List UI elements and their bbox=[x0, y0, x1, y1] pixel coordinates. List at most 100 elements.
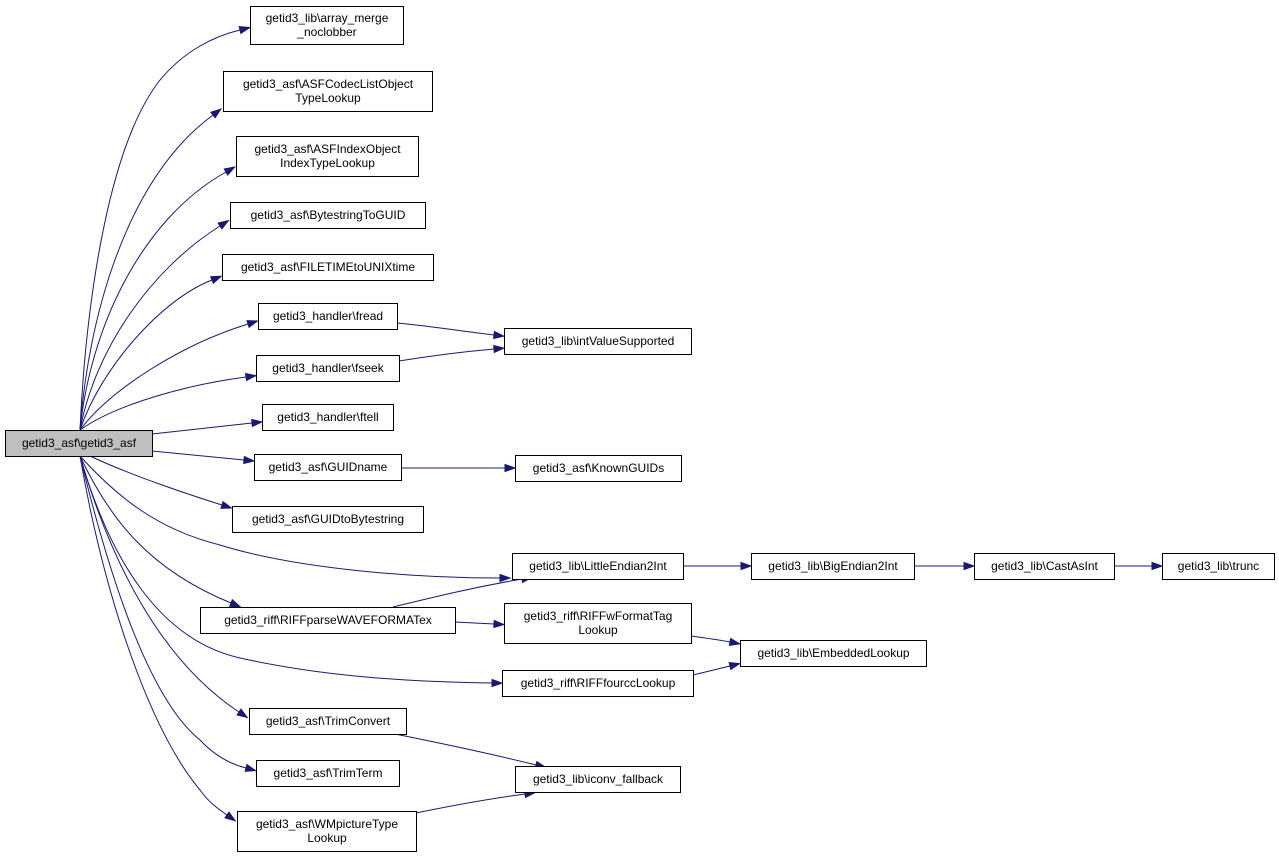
node-box[interactable] bbox=[1162, 553, 1275, 580]
node-box[interactable] bbox=[258, 303, 398, 330]
node-label: getid3_asf\WMpictureType bbox=[256, 817, 398, 831]
node-box[interactable] bbox=[249, 708, 407, 735]
node-box[interactable] bbox=[512, 553, 684, 580]
node-box[interactable] bbox=[256, 355, 400, 382]
node-box[interactable] bbox=[254, 454, 402, 481]
edge-root-to-filetime bbox=[79, 275, 223, 431]
node-bigendian[interactable]: getid3_lib\BigEndian2Int bbox=[751, 553, 915, 580]
node-label: getid3_handler\fread bbox=[273, 309, 383, 323]
node-label: IndexTypeLookup bbox=[280, 156, 375, 170]
node-box[interactable] bbox=[974, 553, 1115, 580]
node-label: getid3_handler\fseek bbox=[272, 361, 384, 375]
edge-trimconvert-to-iconvfallback bbox=[394, 733, 548, 769]
node-iconvfallback[interactable]: getid3_lib\iconv_fallback bbox=[515, 766, 681, 793]
node-box[interactable] bbox=[5, 430, 153, 457]
node-label: getid3_asf\ASFCodecListObject bbox=[243, 77, 414, 91]
node-box[interactable] bbox=[751, 553, 915, 580]
arrowhead-icon bbox=[493, 619, 506, 629]
arrowhead-icon bbox=[491, 678, 504, 688]
node-array_merge_noclobber[interactable]: getid3_lib\array_merge_noclobber bbox=[250, 6, 404, 45]
edge-root-to-codeclist bbox=[79, 108, 223, 431]
node-box[interactable] bbox=[237, 811, 417, 852]
edge-line bbox=[692, 665, 731, 676]
edge-line bbox=[398, 348, 495, 362]
edge-line bbox=[415, 793, 526, 814]
node-bytestringtoguid[interactable]: getid3_asf\BytestringToGUID bbox=[230, 202, 426, 229]
arrowhead-icon bbox=[209, 275, 223, 285]
node-box[interactable] bbox=[504, 603, 692, 644]
node-guidtobytestring[interactable]: getid3_asf\GUIDtoBytestring bbox=[232, 506, 424, 533]
call-graph-edges bbox=[79, 26, 1164, 822]
node-box[interactable] bbox=[502, 670, 694, 697]
node-label: getid3_asf\getid3_asf bbox=[22, 436, 137, 450]
node-guidname[interactable]: getid3_asf\GUIDname bbox=[254, 454, 402, 481]
arrowhead-icon bbox=[251, 418, 264, 428]
arrowhead-icon bbox=[224, 811, 237, 822]
node-box[interactable] bbox=[740, 640, 927, 667]
node-label: getid3_lib\intValueSupported bbox=[522, 334, 675, 348]
arrowhead-icon bbox=[246, 320, 259, 329]
edge-line bbox=[79, 455, 247, 769]
node-label: getid3_asf\TrimTerm bbox=[274, 766, 383, 780]
edge-line bbox=[79, 279, 213, 431]
edge-line bbox=[79, 455, 232, 604]
node-box[interactable] bbox=[236, 136, 419, 177]
edge-line bbox=[79, 323, 249, 431]
node-filetime[interactable]: getid3_asf\FILETIMEtoUNIXtime bbox=[222, 254, 434, 281]
node-box[interactable] bbox=[515, 766, 681, 793]
arrowhead-icon bbox=[963, 561, 976, 571]
node-box[interactable] bbox=[222, 254, 434, 281]
arrowhead-icon bbox=[223, 166, 236, 176]
node-box[interactable] bbox=[250, 6, 404, 45]
edge-fseek-to-intvaluesupported bbox=[398, 344, 506, 362]
node-root[interactable]: getid3_asf\getid3_asf bbox=[5, 430, 153, 457]
edge-line bbox=[79, 171, 227, 431]
call-graph-nodes: getid3_asf\getid3_asf getid3_lib\array_me… bbox=[5, 6, 1275, 852]
edge-root-to-rifffourcc bbox=[79, 455, 504, 688]
node-box[interactable] bbox=[230, 202, 426, 229]
node-box[interactable] bbox=[223, 71, 433, 112]
edge-littleendian-to-bigendian bbox=[683, 561, 753, 571]
node-riffparse[interactable]: getid3_riff\RIFFparseWAVEFORMATex bbox=[200, 607, 456, 634]
edge-wmpicture-to-iconvfallback bbox=[415, 789, 537, 814]
node-rifffourcc[interactable]: getid3_riff\RIFFfourccLookup bbox=[502, 670, 694, 697]
node-box[interactable] bbox=[262, 404, 394, 431]
node-label: getid3_asf\BytestringToGUID bbox=[251, 208, 406, 222]
arrowhead-icon bbox=[243, 455, 256, 465]
node-embeddedlookup[interactable]: getid3_lib\EmbeddedLookup bbox=[740, 640, 927, 667]
edge-line bbox=[151, 422, 253, 435]
node-trimconvert[interactable]: getid3_asf\TrimConvert bbox=[249, 708, 407, 735]
node-castasint[interactable]: getid3_lib\CastAsInt bbox=[974, 553, 1115, 580]
edge-guidname-to-knownguids bbox=[401, 463, 517, 473]
node-fread[interactable]: getid3_handler\fread bbox=[258, 303, 398, 330]
edge-root-to-indexobject bbox=[79, 166, 236, 431]
node-trunc[interactable]: getid3_lib\trunc bbox=[1162, 553, 1275, 580]
arrowhead-icon bbox=[228, 598, 242, 608]
node-trimterm[interactable]: getid3_asf\TrimTerm bbox=[256, 760, 400, 787]
node-box[interactable] bbox=[256, 760, 400, 787]
node-box[interactable] bbox=[504, 328, 692, 355]
edge-line bbox=[79, 455, 493, 684]
node-box[interactable] bbox=[232, 506, 424, 533]
node-fseek[interactable]: getid3_handler\fseek bbox=[256, 355, 400, 382]
node-ftell[interactable]: getid3_handler\ftell bbox=[262, 404, 394, 431]
node-knownguids[interactable]: getid3_asf\KnownGUIDs bbox=[515, 455, 682, 482]
edge-line bbox=[79, 376, 247, 431]
node-label: getid3_asf\GUIDname bbox=[269, 460, 388, 474]
node-label: getid3_riff\RIFFparseWAVEFORMATex bbox=[224, 613, 432, 627]
node-label: _noclobber bbox=[296, 25, 356, 39]
node-label: getid3_lib\trunc bbox=[1178, 559, 1259, 573]
node-littleendian[interactable]: getid3_lib\LittleEndian2Int bbox=[512, 553, 684, 580]
node-box[interactable] bbox=[515, 455, 682, 482]
node-label: getid3_lib\iconv_fallback bbox=[533, 772, 664, 786]
edge-bigendian-to-castasint bbox=[914, 561, 976, 571]
node-intvaluesupported[interactable]: getid3_lib\intValueSupported bbox=[504, 328, 692, 355]
node-box[interactable] bbox=[200, 607, 456, 634]
arrowhead-icon bbox=[236, 708, 249, 719]
node-label: Lookup bbox=[307, 831, 347, 845]
